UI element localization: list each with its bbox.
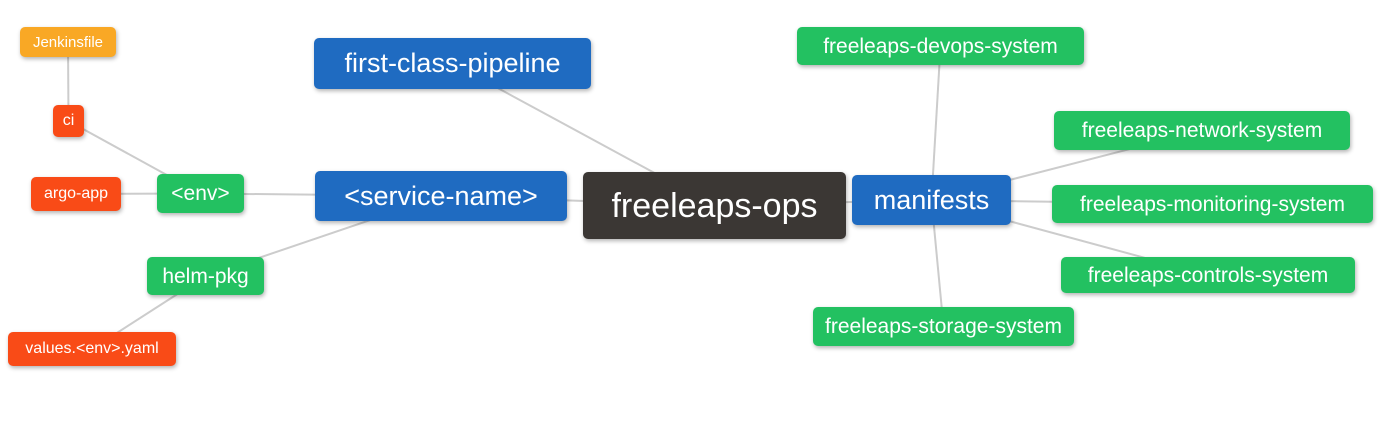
node-label-helm-pkg: helm-pkg <box>162 264 249 288</box>
node-label-freeleaps-storage-system: freeleaps-storage-system <box>825 315 1062 338</box>
node-label-freeleaps-controls-system: freeleaps-controls-system <box>1087 263 1329 287</box>
edge-manifests--freeleaps-devops-system <box>930 45 942 201</box>
node-label-first-class-pipeline: first-class-pipeline <box>344 48 561 78</box>
node-first-class-pipeline[interactable]: first-class-pipeline <box>314 38 591 89</box>
node-label-jenkinsfile: Jenkinsfile <box>32 33 104 51</box>
node-label-freeleaps-network-system: freeleaps-network-system <box>1081 119 1323 142</box>
node-label-freeleaps-devops-system: freeleaps-devops-system <box>823 34 1058 58</box>
node-freeleaps-network-system[interactable]: freeleaps-network-system <box>1054 111 1350 150</box>
node-label-ci: ci <box>62 112 75 129</box>
node-manifests[interactable]: manifests <box>852 175 1011 225</box>
node-values-env-yaml[interactable]: values.<env>.yaml <box>8 332 176 366</box>
node-label-env: <env> <box>171 182 230 205</box>
node-freeleaps-devops-system[interactable]: freeleaps-devops-system <box>797 27 1084 65</box>
node-label-freeleaps-monitoring-system: freeleaps-monitoring-system <box>1080 192 1345 216</box>
node-label-service-name: <service-name> <box>344 180 538 211</box>
node-ci[interactable]: ci <box>53 105 84 137</box>
node-label-manifests: manifests <box>873 184 990 215</box>
node-label-freeleaps-ops: freeleaps-ops <box>611 186 818 225</box>
node-helm-pkg[interactable]: helm-pkg <box>147 257 264 295</box>
node-label-values-env-yaml: values.<env>.yaml <box>25 340 159 357</box>
node-service-name[interactable]: <service-name> <box>315 171 567 221</box>
node-freeleaps-ops[interactable]: freeleaps-ops <box>583 172 846 239</box>
node-env[interactable]: <env> <box>157 174 244 213</box>
node-argo-app[interactable]: argo-app <box>31 177 121 211</box>
node-jenkinsfile[interactable]: Jenkinsfile <box>20 27 116 57</box>
node-label-argo-app: argo-app <box>43 185 109 202</box>
node-freeleaps-controls-system[interactable]: freeleaps-controls-system <box>1061 257 1355 293</box>
node-freeleaps-monitoring-system[interactable]: freeleaps-monitoring-system <box>1052 185 1373 223</box>
node-freeleaps-storage-system[interactable]: freeleaps-storage-system <box>813 307 1074 346</box>
